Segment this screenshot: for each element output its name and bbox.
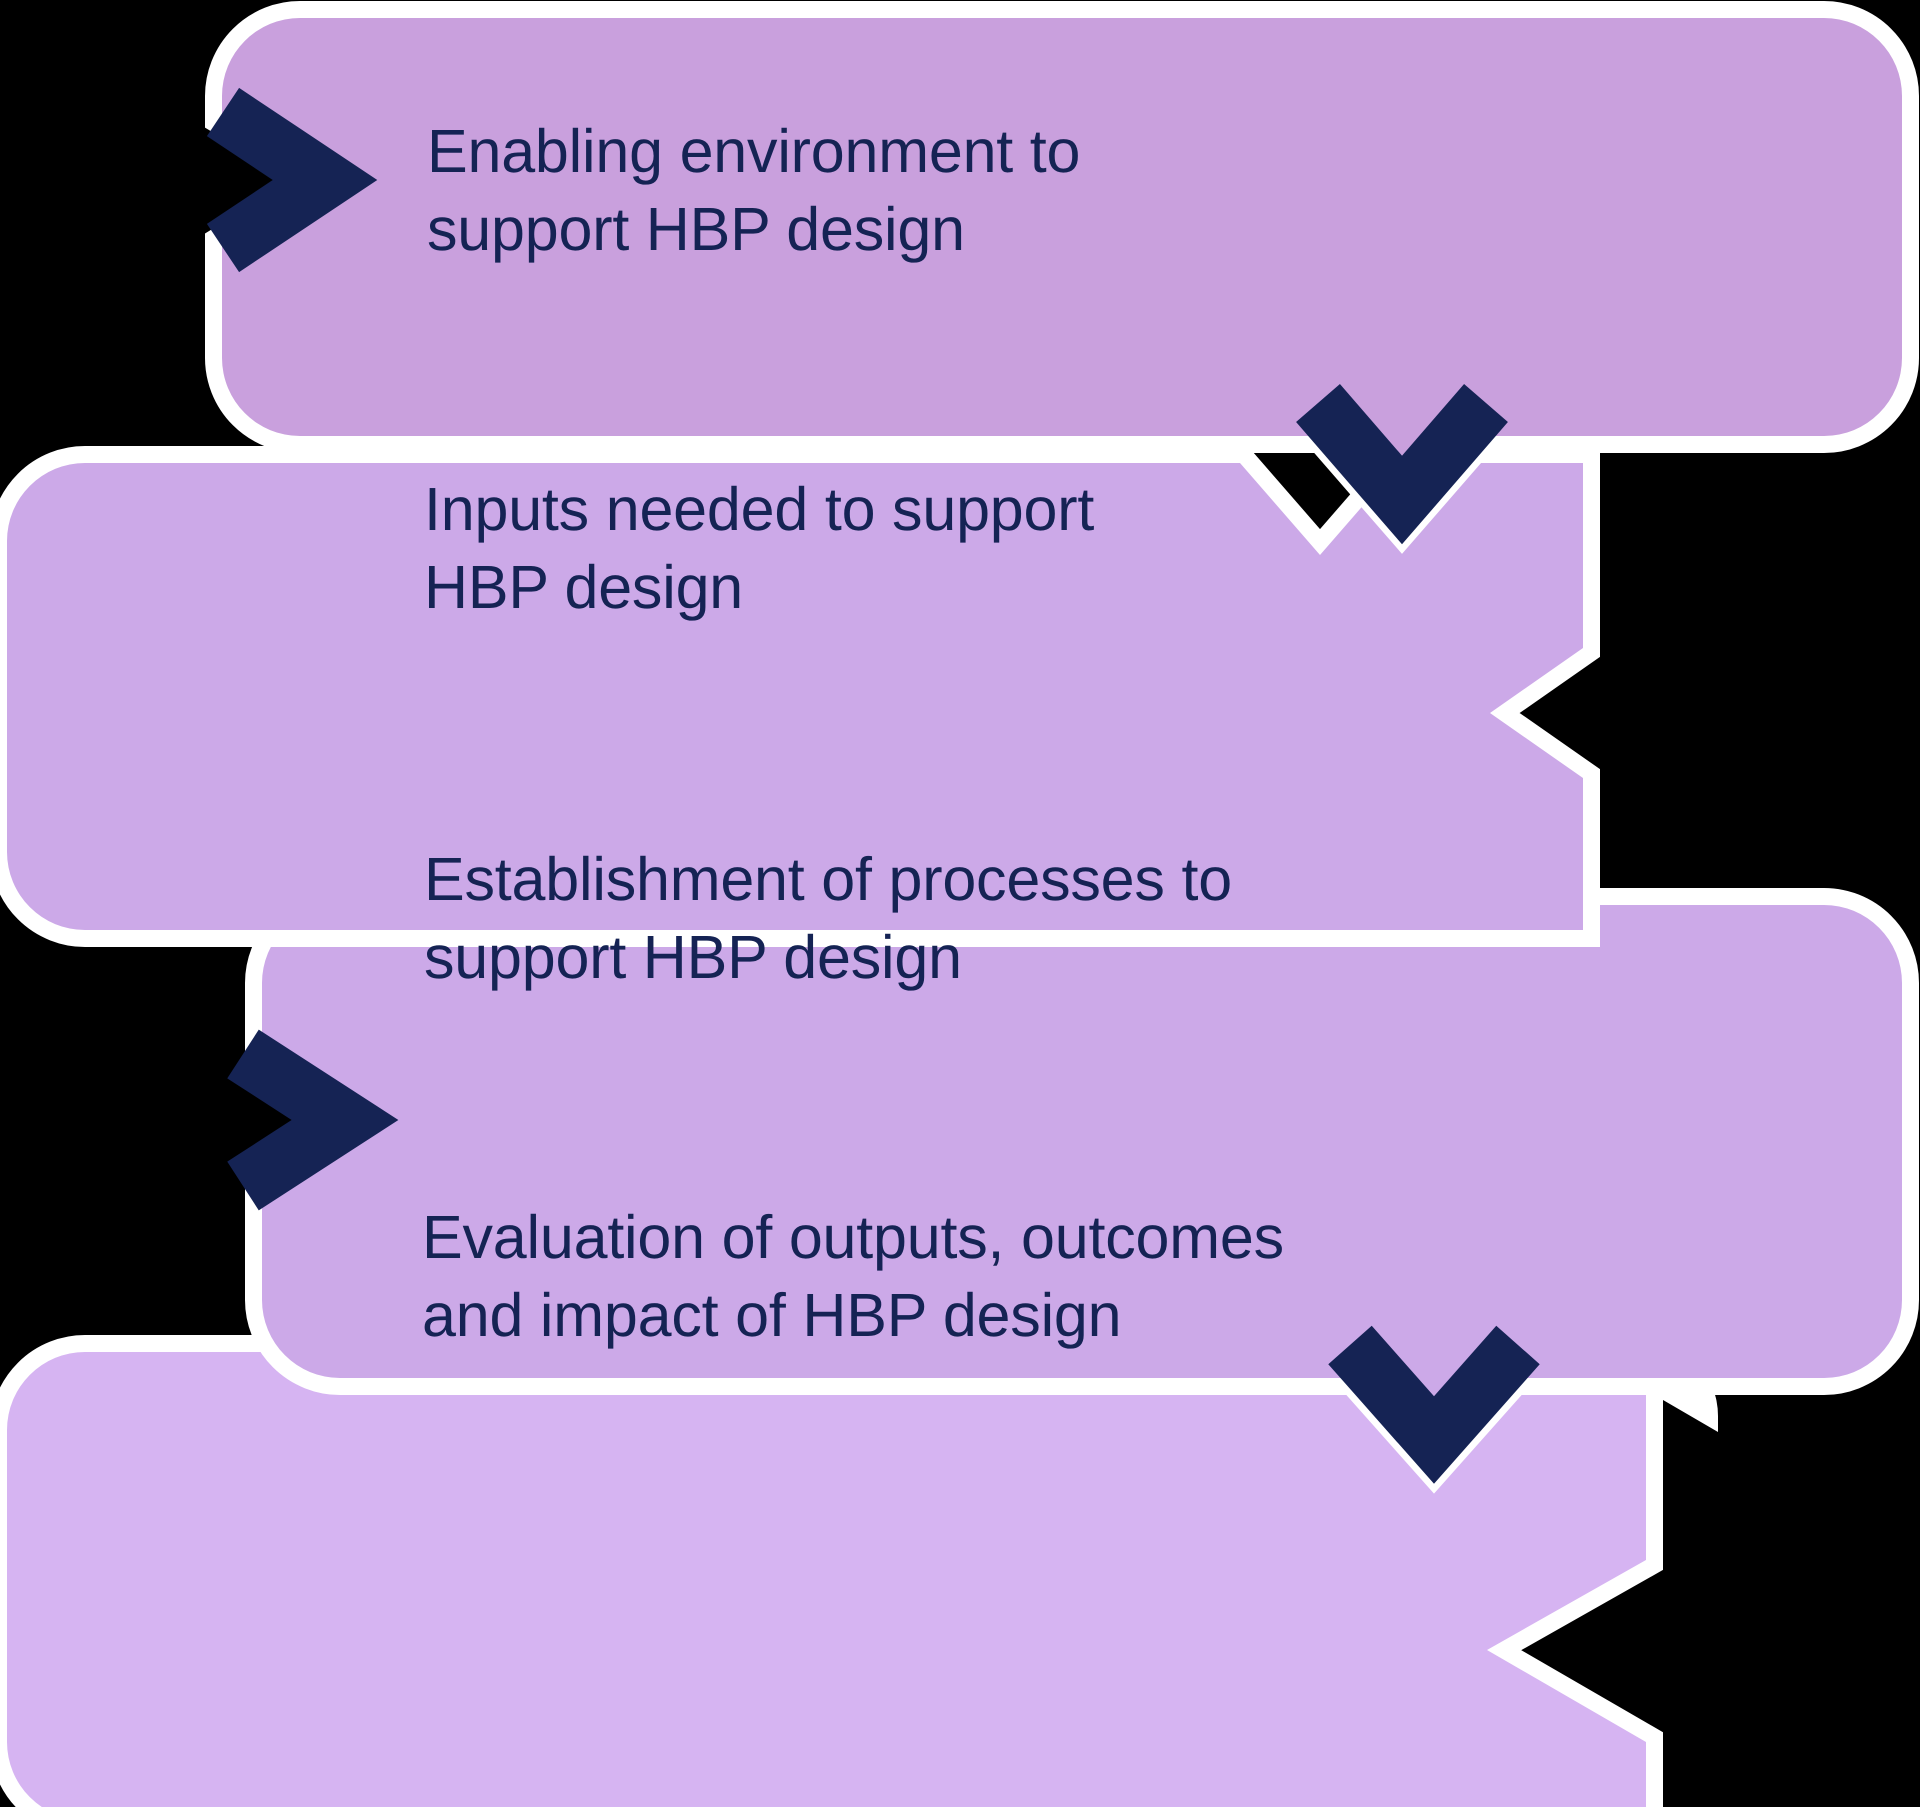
step-2-fill — [7, 463, 1583, 930]
step-shape-2[interactable] — [0, 446, 1600, 947]
chevron-down-icon-3 — [1328, 1325, 1540, 1484]
chevron-right-icon-3 — [227, 1029, 399, 1211]
chevron-down-icon-1 — [1296, 384, 1508, 545]
chevron-right-icon-1 — [206, 87, 378, 273]
step-shape-4[interactable] — [0, 1335, 1718, 1807]
step-3-fill — [262, 905, 1902, 1468]
step-4-fill — [7, 1352, 1646, 1807]
step-shape-1[interactable] — [205, 1, 1919, 554]
step-shape-3[interactable] — [227, 888, 1919, 1494]
